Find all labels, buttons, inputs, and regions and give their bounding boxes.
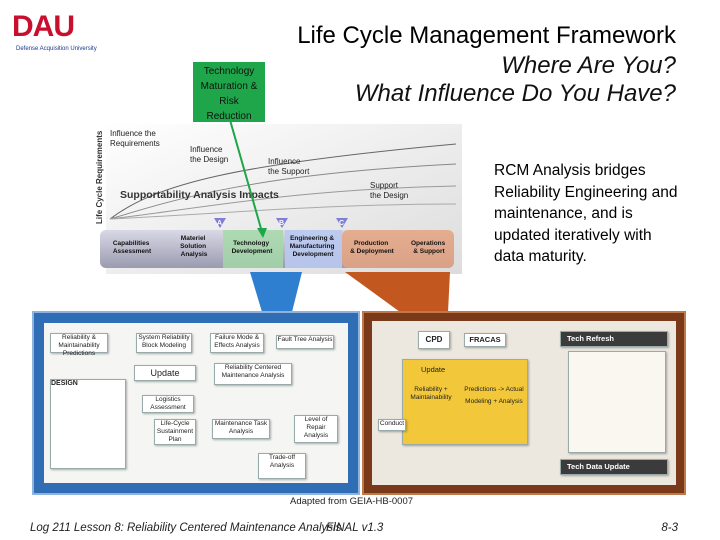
footer-version: FINAL v1.3 [326,522,384,534]
milestone-c: C [339,220,344,227]
phase-label: Technology Development [232,240,274,255]
phase-label: Engineering & Manufacturing Development [290,235,337,258]
tech-refresh-docs [568,351,666,453]
footer-course: Log 211 Lesson 8: Reliability Centered M… [30,522,383,534]
conduct-box: Conduct [378,419,406,431]
dau-logo: DAU Defense Acquisition University [12,10,132,54]
milestone-b: B [279,220,284,227]
label-supportability-impacts: Supportability Analysis Impacts [120,189,279,201]
phase-label: Production & Deployment [350,240,395,255]
lifecycle-chart: Life Cycle Requirements Influence the Re… [96,124,462,274]
milestone-a-marker [214,218,226,228]
milestone-c-marker [336,218,348,228]
phase-highlight [285,230,342,268]
fmea-box: Failure Mode & Effects Analysis [210,333,264,353]
orange-funnel [345,272,450,312]
tech-box-line: Reduction [206,111,252,122]
logistics-box: Logistics Assessment [142,395,194,413]
pred-actual-label: Predictions -> Actual [464,386,524,393]
source-credit: Adapted from GEIA-HB-0007 [290,496,414,507]
phase-label: Operations & Support [411,240,447,255]
update-box: Update [134,365,196,381]
rel-maint-label: Reliability + Maintainability [410,386,452,401]
curve [109,143,457,220]
phase-highlight [342,230,454,268]
cpd-box: CPD [418,331,450,349]
technology-maturation-box: Technology Maturation & Risk Reduction [193,62,265,122]
subtitle-where: Where Are You? [501,52,676,79]
logo-subtitle: Defense Acquisition University [16,46,97,52]
rcm-analysis-box: Reliability Centered Maintenance Analysi… [214,363,292,385]
tradeoff-box: Trade-off Analysis [258,453,306,479]
panel-inner: Reliability & Maintainability Prediction… [44,323,348,483]
tech-box-line: Risk [219,96,239,107]
block-modeling-box: System Reliability Block Modeling [136,333,192,353]
update-label: Update [421,365,446,374]
rm-predictions-box: Reliability & Maintainability Prediction… [50,333,108,357]
label-influence-requirements: Influence the Requirements [110,129,160,148]
page-title: Life Cycle Management Framework [297,22,676,49]
model-analysis-label: Modeling + Analysis [465,398,523,405]
milestone-b-marker [276,218,288,228]
milestone-a: A [217,220,222,227]
phase-label: Capabilities Assessment [113,240,152,255]
lora-box: Level of Repair Analysis [294,415,338,443]
label-influence-support: Influence the Support [268,157,310,176]
phase-label: Materiel Solution Analysis [180,235,208,258]
label-support-design: Support the Design [370,181,408,200]
footer-course-text: Log 211 Lesson 8: Reliability Centered M… [30,522,342,534]
lcsp-box: Life-Cycle Sustainment Plan [154,419,196,445]
design-analysis-panel: Reliability & Maintainability Prediction… [32,311,360,495]
panel-inner: CPD FRACAS Tech Refresh Update Reliabili… [372,321,676,485]
tech-refresh-header: Tech Refresh [560,331,668,347]
vertical-label: Life Cycle Requirements [96,130,104,224]
design-label: DESIGN [51,380,78,387]
logo-mark: DAU [12,10,75,43]
phase-highlight [223,230,283,268]
tech-box-line: Technology [203,66,255,77]
subtitle-influence: What Influence Do You Have? [354,80,676,107]
design-box: DESIGN [50,379,126,469]
fracas-box: FRACAS [464,333,506,347]
fault-tree-box: Fault Tree Analysis [276,335,334,349]
rcm-description: RCM Analysis bridges Reliability Enginee… [494,162,678,265]
curve [109,203,457,220]
maintenance-task-box: Maintenance Task Analysis [212,419,270,439]
page-number: 8-3 [661,522,678,534]
tech-box-line: Maturation & [200,81,258,92]
operations-support-panel: CPD FRACAS Tech Refresh Update Reliabili… [362,311,686,495]
update-gold-area: Update Reliability + Maintainability Pre… [402,359,528,445]
tech-data-update-footer: Tech Data Update [560,459,668,475]
blue-funnel [250,272,302,312]
label-influence-design: Influence the Design [190,145,228,164]
